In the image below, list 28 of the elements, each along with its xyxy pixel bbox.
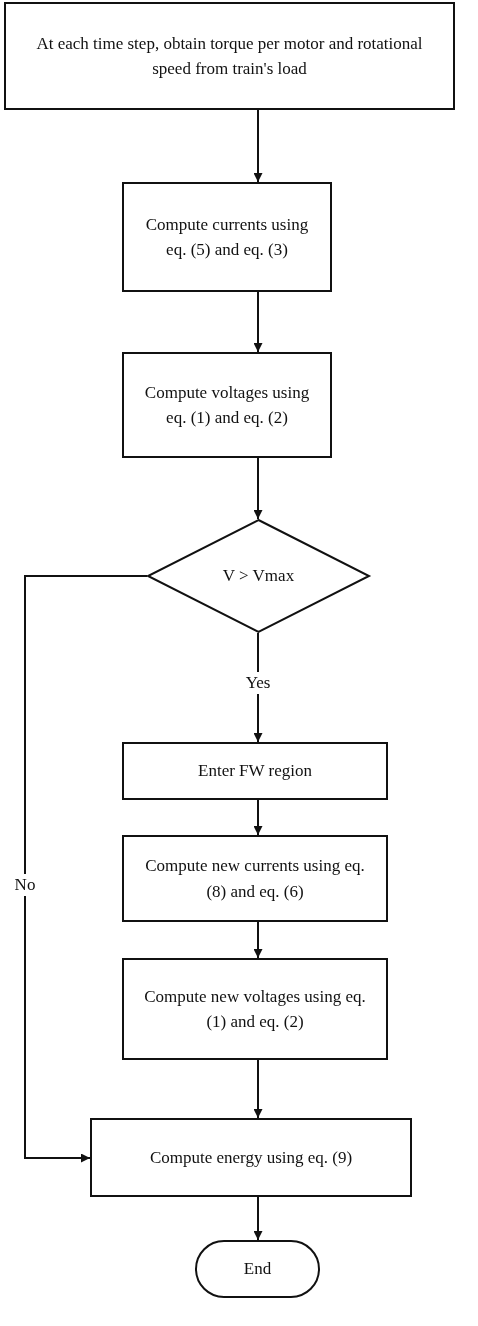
arrow	[253, 1059, 263, 1119]
arrow	[253, 1196, 263, 1241]
node-text: Compute energy using eq. (9)	[149, 1146, 353, 1169]
node-text: Compute voltages using eq. (1) and eq. (2)	[143, 381, 311, 429]
node-text: Compute new currents using eq. (8) and eq. (6)	[144, 855, 366, 903]
node-text: End	[243, 1258, 272, 1281]
node-text: Enter FW region	[198, 760, 312, 783]
arrow	[24, 575, 148, 1163]
node-text: V > Vmax	[222, 565, 295, 588]
terminal-box	[195, 1240, 320, 1298]
node-text: At each time step, obtain torque per motor and rotational speed from train's load	[35, 32, 424, 80]
arrow	[253, 291, 263, 353]
process-box	[122, 352, 332, 458]
arrow	[253, 799, 263, 836]
arrow	[253, 457, 263, 520]
process-box	[122, 835, 388, 922]
process-box	[122, 958, 388, 1060]
node-text: Compute currents using eq. (5) and eq. (3)	[144, 213, 310, 261]
arrow	[253, 109, 263, 183]
edge-label: No	[12, 874, 38, 896]
edge-label: Yes	[243, 672, 273, 694]
process-box	[122, 742, 388, 800]
process-box	[4, 2, 455, 110]
arrow	[253, 921, 263, 959]
process-box	[122, 182, 332, 292]
process-box	[90, 1118, 412, 1197]
decision-diamond	[147, 519, 370, 633]
node-text: Compute new voltages using eq. (1) and eq. (2)	[143, 985, 367, 1033]
